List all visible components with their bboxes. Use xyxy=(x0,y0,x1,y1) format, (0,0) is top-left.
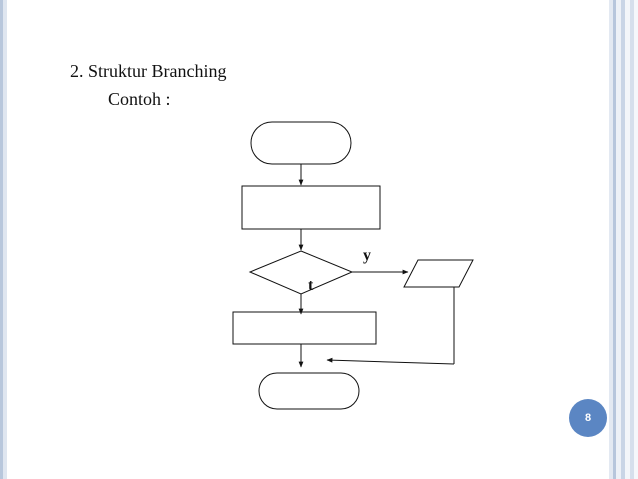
decision-diamond xyxy=(248,250,354,295)
flow-arrow-yes-merge xyxy=(326,357,455,365)
slide-subheading: Contoh : xyxy=(108,89,171,109)
io-parallelogram xyxy=(403,259,474,288)
process-box xyxy=(241,185,381,230)
no-branch-process-box xyxy=(232,311,377,345)
right-decor-stripes xyxy=(609,0,638,479)
slide-number-badge: 8 xyxy=(569,399,607,437)
left-decor-bar xyxy=(0,0,7,479)
yes-branch-label: y xyxy=(363,247,371,264)
no-branch-label: t xyxy=(308,277,314,294)
slide-heading: 2. Struktur Branching xyxy=(70,61,227,81)
end-terminator xyxy=(258,372,360,410)
start-terminator xyxy=(250,121,352,165)
